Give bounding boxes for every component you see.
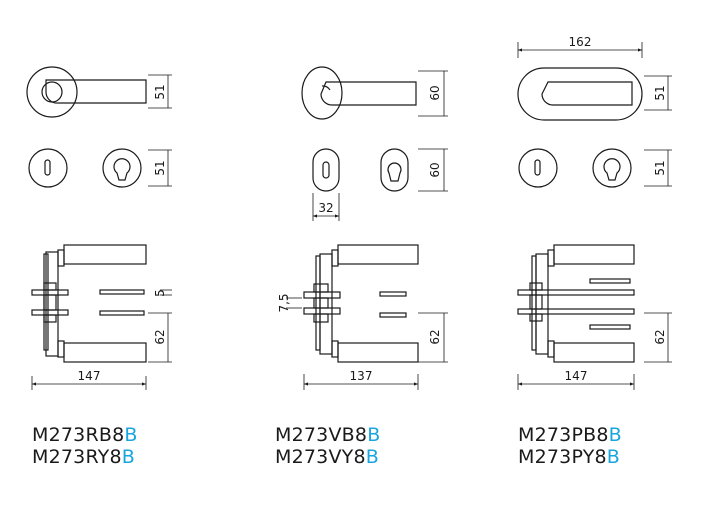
dim-escutcheon-width-2: 32	[318, 201, 333, 215]
dim-line-side-3	[517, 312, 672, 390]
dim-side-offset-2: 7,5	[277, 293, 291, 312]
dim-line-escutcheon-2	[312, 148, 448, 221]
handle-top-view-1	[26, 66, 147, 118]
code-suffix: B	[121, 446, 135, 468]
code-base: M273PY8	[518, 446, 607, 468]
dim-line-top-width-3	[517, 42, 643, 58]
escutcheon-cylinder-1	[102, 148, 142, 188]
product-codes-1: M273RB8B M273RY8B	[32, 424, 138, 468]
handle-side-view-1	[31, 244, 147, 363]
dim-top-width-3: 162	[569, 35, 592, 49]
dim-depth-3: 147	[565, 369, 588, 383]
handle-top-view-2	[301, 66, 417, 120]
dim-depth-1: 147	[78, 369, 101, 383]
code-base: M273RY8	[32, 446, 122, 468]
code-base: M273RB8	[32, 424, 125, 446]
dim-line-handle-height-1	[148, 74, 172, 109]
code-suffix: B	[608, 424, 622, 446]
escutcheon-key-2	[312, 148, 340, 192]
product-code: M273VB8B	[275, 424, 380, 446]
dim-handle-height-2: 60	[428, 85, 442, 100]
handle-side-view-2	[303, 244, 419, 363]
dim-line-handle-height-3	[644, 75, 672, 111]
escutcheon-key-3	[518, 148, 558, 188]
dim-line-handle-height-2	[418, 70, 448, 117]
dim-line-side-2	[286, 297, 448, 390]
dim-escutcheon-height-3: 51	[653, 160, 667, 175]
dim-side-gap-1: 5	[153, 289, 167, 297]
product-codes-3: M273PB8B M273PY8B	[518, 424, 622, 468]
dim-escutcheon-height-1: 51	[153, 160, 167, 175]
product-code: M273VY8B	[275, 446, 380, 468]
escutcheon-cylinder-2	[380, 148, 409, 192]
code-suffix: B	[606, 446, 621, 468]
code-base: M273PB8	[518, 424, 609, 446]
dim-depth-2: 137	[350, 369, 373, 383]
dim-line-side-1	[31, 289, 172, 390]
code-base: M273VB8	[275, 424, 368, 446]
dim-handle-height-1: 51	[153, 84, 167, 99]
product-codes-2: M273VB8B M273VY8B	[275, 424, 380, 468]
dim-escutcheon-height-2: 60	[428, 162, 442, 177]
code-base: M273VY8	[275, 446, 366, 468]
dim-side-height-2: 62	[428, 329, 442, 344]
dim-side-height-3: 62	[653, 329, 667, 344]
code-suffix: B	[124, 424, 138, 446]
handle-top-view-3	[517, 67, 643, 121]
product-code: M273RY8B	[32, 446, 138, 468]
product-code: M273RB8B	[32, 424, 138, 446]
dim-line-escutcheon-height-1	[148, 149, 172, 187]
code-suffix: B	[367, 424, 381, 446]
dim-line-escutcheon-3	[644, 149, 672, 187]
product-code: M273PB8B	[518, 424, 622, 446]
code-suffix: B	[365, 446, 380, 468]
product-code: M273PY8B	[518, 446, 622, 468]
escutcheon-cylinder-3	[592, 148, 632, 188]
escutcheon-key-1	[28, 148, 68, 188]
handle-side-view-3	[517, 244, 635, 363]
dim-side-height-1: 62	[153, 329, 167, 344]
dim-handle-height-3: 51	[653, 85, 667, 100]
